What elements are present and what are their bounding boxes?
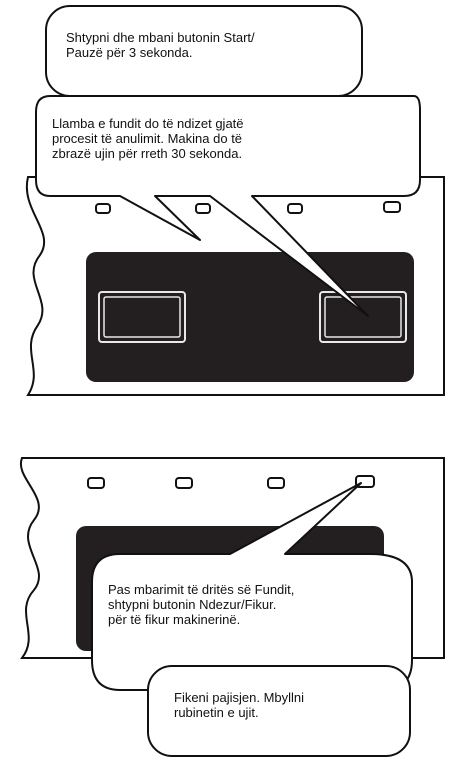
callout-bubble-4 <box>147 665 411 757</box>
start-pause-button-top[interactable] <box>319 291 407 343</box>
on-off-button-top[interactable] <box>98 291 186 343</box>
indicator-light <box>95 203 111 214</box>
callout-text-2: Llamba e fundit do të ndizet gjatë proce… <box>52 116 244 161</box>
indicator-light <box>195 203 211 214</box>
indicator-light <box>267 477 285 489</box>
control-panel-top <box>25 176 445 396</box>
indicator-light-end <box>383 201 401 213</box>
callout-text-3: Pas mbarimit të dritës së Fundit, shtypn… <box>108 582 295 627</box>
callout-text-4: Fikeni pajisjen. Mbyllni rubinetin e uji… <box>174 690 305 720</box>
indicator-light <box>175 477 193 489</box>
indicator-light <box>87 477 105 489</box>
callout-bubble-2 <box>35 95 421 317</box>
callout-text-1: Shtypni dhe mbani butonin Start/ Pauzë p… <box>66 30 255 60</box>
indicator-light <box>287 203 303 214</box>
